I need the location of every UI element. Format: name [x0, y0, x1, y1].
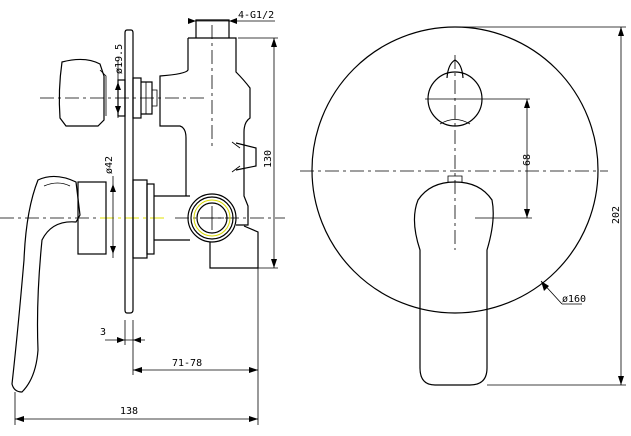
depth-range-label: 71-78	[172, 358, 202, 369]
knob-detail	[99, 69, 107, 116]
spacing-arrow-top	[524, 99, 530, 108]
large-dia-arrow-bottom	[110, 246, 116, 254]
plate-dia-arrow	[541, 281, 549, 291]
large-dia-label: ø42	[104, 156, 115, 174]
side-outlet	[235, 142, 257, 171]
total-depth-label: 138	[120, 406, 138, 417]
plate-label: 3	[100, 327, 106, 338]
outlet-inner-circle	[196, 202, 228, 234]
outlet-thread-circle	[193, 199, 231, 237]
knob-pointer	[446, 59, 464, 79]
large-dia-arrow-top	[110, 184, 116, 192]
lever-hub	[77, 181, 107, 255]
thread-label: 4-G1/2	[238, 10, 274, 21]
cartridge-sleeve	[154, 195, 190, 241]
total-height-arrow-top	[618, 27, 624, 36]
front-view: 68 ø160 202	[300, 26, 626, 386]
lever-top-detail	[43, 182, 71, 187]
total-depth-arrow-left	[15, 416, 24, 422]
total-height-arrow-bottom	[618, 376, 624, 385]
wall-plate	[124, 29, 134, 314]
spacing-arrow-bottom	[524, 209, 530, 218]
total-depth-arrow-right	[249, 416, 258, 422]
height-arrow-bottom	[271, 259, 277, 268]
plate-arrow-left	[117, 337, 125, 343]
knob-nut	[145, 82, 158, 114]
height-label: 130	[263, 150, 274, 168]
spacing-label: 68	[522, 154, 533, 166]
depth-range-arrow-right	[249, 367, 258, 373]
small-dia-arrow-top	[115, 82, 121, 90]
outlet-outer-circle	[187, 193, 237, 243]
diverter-knob	[58, 58, 105, 127]
knob-flange	[132, 77, 142, 119]
small-dia-label: ø19.5	[114, 44, 125, 74]
main-flange	[132, 179, 148, 259]
thread-arrow-left	[188, 18, 196, 24]
plate-dia-label: ø160	[562, 294, 586, 305]
main-flange-inner	[146, 183, 155, 255]
side-outlet-detail	[231, 141, 241, 173]
knob-stem	[141, 81, 153, 115]
valve-body	[159, 37, 251, 226]
depth-range-arrow-left	[133, 367, 142, 373]
thread-arrow-right	[229, 18, 237, 24]
side-view: 4-G1/2 ø19.5 ø42 130 3 71-78	[0, 10, 285, 425]
plate-arrow-right	[133, 337, 141, 343]
lever-hub-front	[447, 175, 463, 182]
lever-handle-front	[413, 181, 494, 386]
height-arrow-top	[271, 38, 277, 47]
total-height-label: 202	[611, 206, 622, 224]
top-inlet	[195, 19, 230, 38]
outlet-mid-circle	[190, 196, 234, 240]
knob-bottom-detail	[439, 119, 471, 125]
lever-handle	[11, 175, 81, 393]
cover-plate-circle	[311, 26, 599, 314]
small-dia-arrow-bottom	[115, 106, 121, 114]
